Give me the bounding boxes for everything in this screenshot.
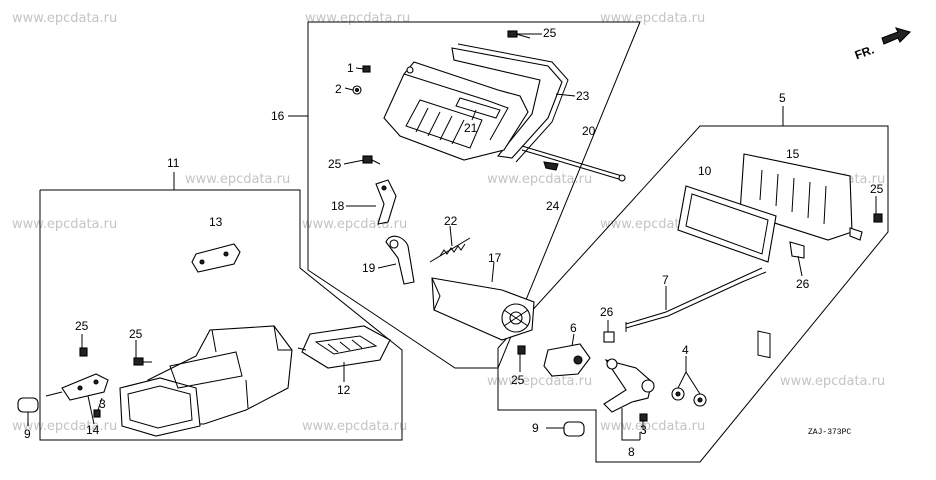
- callout-8: 8: [628, 445, 635, 459]
- part-12-control-unit: [297, 325, 391, 369]
- part-6-cam: [543, 343, 591, 377]
- part-3-clip: [639, 413, 648, 422]
- callout-25: 25: [511, 373, 525, 387]
- part-2-nut: [352, 85, 362, 95]
- part-25-screw: [362, 155, 381, 165]
- callout-13: 13: [209, 215, 223, 229]
- watermark: www.epcdata.ru: [305, 11, 410, 26]
- watermark: www.epcdata.ru: [12, 217, 117, 232]
- callout-26: 26: [796, 277, 810, 291]
- part-13-bracket: [191, 243, 241, 273]
- part-25-screw: [79, 347, 88, 357]
- callout-21: 21: [464, 121, 478, 135]
- part-25-screw: [133, 357, 152, 366]
- callout-23: 23: [576, 89, 590, 103]
- callout-9: 9: [532, 421, 539, 435]
- callout-25: 25: [129, 327, 143, 341]
- part-10-gasket: [677, 185, 777, 263]
- callout-16: 16: [271, 109, 285, 123]
- part-18-lever: [375, 179, 397, 225]
- callout-20: 20: [582, 124, 596, 138]
- callout-3: 3: [99, 397, 106, 411]
- group-outlines: [39, 21, 889, 463]
- watermark: www.epcdata.ru: [302, 217, 407, 232]
- part-4-clips: [671, 387, 707, 407]
- watermark: www.epcdata.ru: [487, 374, 592, 389]
- callout-22: 22: [444, 214, 458, 228]
- callout-4: 4: [682, 343, 689, 357]
- diagram-code: ZAJ-373PC: [808, 428, 851, 437]
- callout-17: 17: [488, 251, 502, 265]
- part-9-grommet: [563, 421, 585, 437]
- watermark: www.epcdata.ru: [780, 374, 885, 389]
- callout-15: 15: [786, 147, 800, 161]
- leader-lines: [27, 33, 877, 441]
- callout-24: 24: [546, 199, 560, 213]
- callout-25: 25: [870, 182, 884, 196]
- callout-11: 11: [167, 156, 180, 170]
- part-7-rod: [625, 267, 767, 332]
- part-26-clip: [603, 331, 615, 343]
- part-8-lever: [603, 358, 655, 413]
- watermark: www.epcdata.ru: [600, 11, 705, 26]
- callout-9: 9: [24, 427, 31, 441]
- front-arrow-icon: [881, 27, 912, 45]
- callout-10: 10: [698, 164, 712, 178]
- callout-26: 26: [600, 305, 614, 319]
- part-25-screw: [873, 213, 883, 223]
- callout-6: 6: [570, 321, 577, 335]
- part-11-duct: [119, 325, 293, 437]
- part-19-arm: [385, 235, 415, 285]
- part-22-spring: [429, 237, 471, 263]
- part-1-clip: [362, 65, 371, 73]
- watermark: www.epcdata.ru: [487, 172, 592, 187]
- part-20-rod: [521, 145, 626, 182]
- front-label: FR.: [853, 43, 876, 63]
- callout-12: 12: [337, 383, 351, 397]
- watermark: www.epcdata.ru: [302, 419, 407, 434]
- front-arrow: FR.: [853, 27, 912, 63]
- watermark: www.epcdata.ru: [12, 11, 117, 26]
- callout-18: 18: [331, 199, 345, 213]
- part-14-link: [45, 373, 109, 401]
- part-3-clip: [93, 409, 101, 418]
- part-26-clip: [789, 241, 805, 259]
- part-9-grommet: [17, 397, 39, 413]
- callout-5: 5: [779, 91, 786, 105]
- group-16-outline: [307, 21, 641, 369]
- callout-25: 25: [328, 157, 342, 171]
- group-11-outline: [39, 189, 403, 441]
- watermark: www.epcdata.ru: [185, 172, 290, 187]
- callout-14: 14: [86, 423, 100, 437]
- callout-19: 19: [362, 261, 376, 275]
- watermark: www.epcdata.ru: [12, 419, 117, 434]
- callout-25: 25: [75, 319, 89, 333]
- callout-25: 25: [543, 26, 557, 40]
- callout-3: 3: [640, 423, 647, 437]
- callouts: 1 2 25 23 16 20 21 25 18 22 24 19 17 11 …: [24, 26, 884, 459]
- part-16-housing: [383, 61, 529, 161]
- group-5-outline: [497, 125, 889, 463]
- part-25-screw: [517, 345, 526, 355]
- part-17-actuator: [431, 277, 535, 341]
- watermark: www.epcdata.ru: [600, 419, 705, 434]
- callout-7: 7: [662, 273, 669, 287]
- callout-1: 1: [347, 61, 354, 75]
- part-23-flange: [451, 43, 569, 163]
- callout-2: 2: [335, 82, 342, 96]
